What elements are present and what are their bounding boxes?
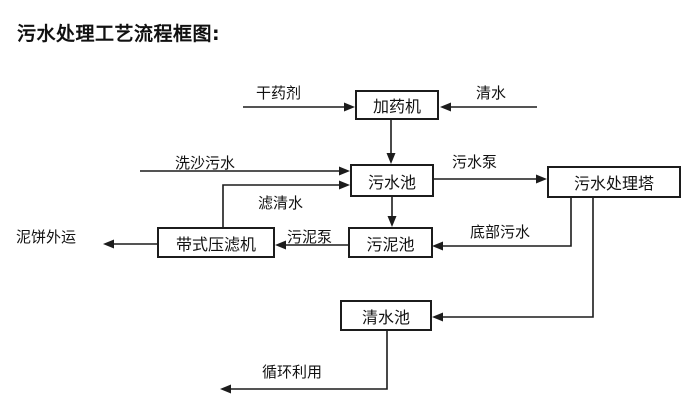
- edge-label-bottom-sewage: 底部污水: [470, 223, 531, 241]
- node-sludge-pool: 污泥池: [348, 227, 433, 258]
- edge-label-recycle-reuse: 循环利用: [262, 363, 323, 381]
- edge-label-filtered-water: 滤清水: [258, 194, 304, 212]
- node-dosing-machine: 加药机: [355, 90, 439, 120]
- edge-label-sewage-pump: 污水泵: [452, 153, 498, 171]
- edge-label-sludge-pump: 污泥泵: [287, 228, 333, 246]
- node-clean-water-pool: 清水池: [340, 300, 432, 331]
- edge-label-dry-agent: 干药剂: [256, 84, 302, 102]
- edge-label-sand-washing-sewage: 洗沙污水: [175, 154, 236, 172]
- node-sewage-pool: 污水池: [350, 164, 434, 197]
- node-belt-filter-press: 带式压滤机: [157, 227, 275, 258]
- node-sewage-treatment-tower: 污水处理塔: [547, 166, 681, 198]
- edge-label-clean-water: 清水: [476, 84, 507, 102]
- edge-label-mud-cake-out: 泥饼外运: [16, 228, 77, 246]
- page-title: 污水处理工艺流程框图:: [17, 23, 221, 45]
